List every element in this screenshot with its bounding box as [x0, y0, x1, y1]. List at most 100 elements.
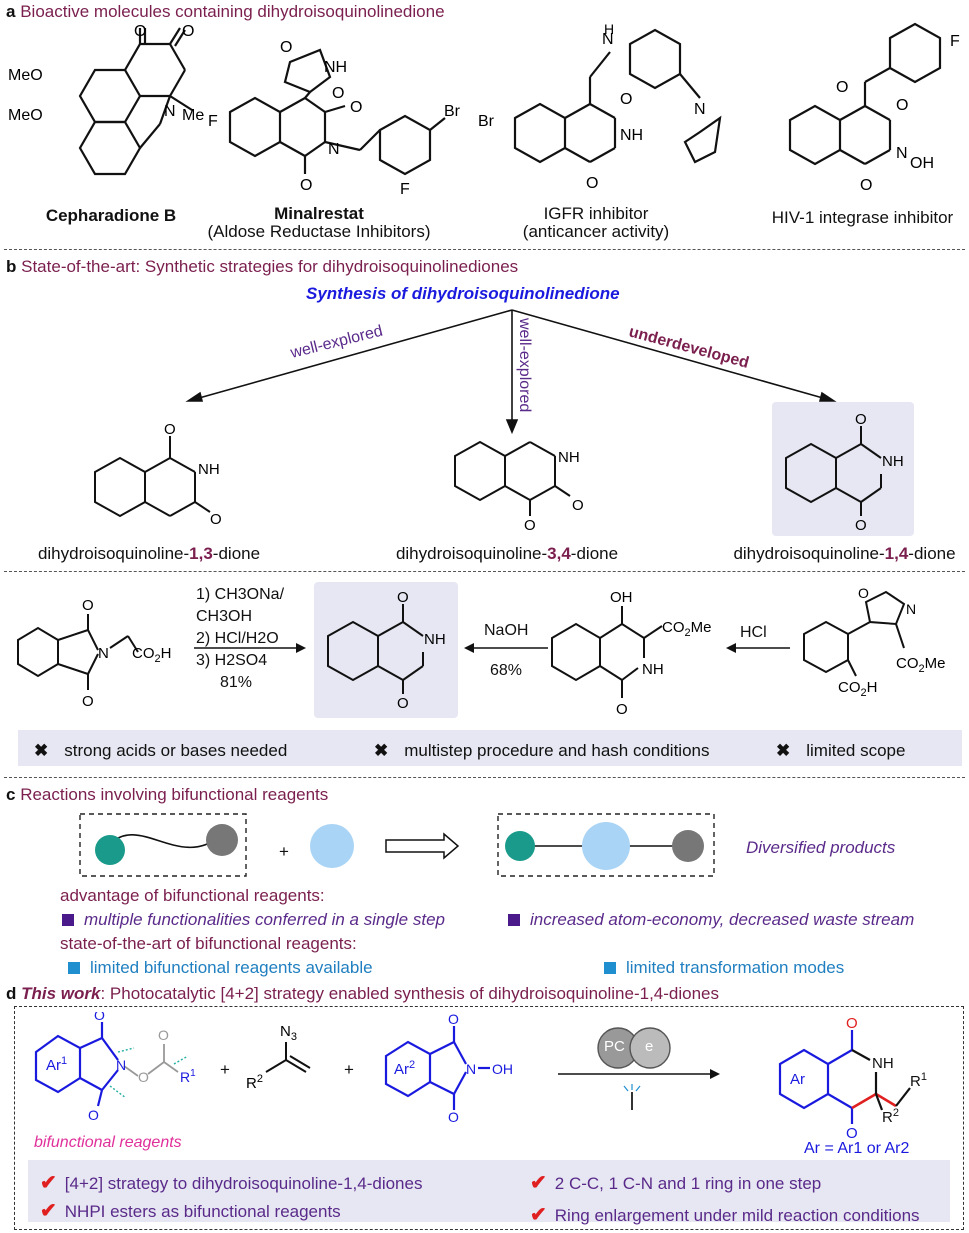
- diversified-products: Diversified products: [746, 838, 896, 857]
- product-label-14: dihydroisoquinoline-1,4-dione: [733, 544, 956, 563]
- feature-3: ✔NHPI esters as bifunctional reagents: [40, 1200, 341, 1222]
- svg-text:O: O: [448, 1012, 459, 1027]
- bifunctional-scheme: [79, 813, 715, 877]
- feature-4: ✔Ring enlargement under mild reaction co…: [530, 1204, 920, 1226]
- section-b-title: b State-of-the-art: Synthetic strategies…: [6, 257, 519, 276]
- dione-14-route-structure: O NH O: [327, 590, 446, 710]
- svg-text:N: N: [602, 31, 614, 48]
- svg-text:O: O: [280, 39, 292, 56]
- svg-text:N: N: [328, 141, 340, 158]
- svg-text:N: N: [896, 145, 908, 162]
- svg-text:N: N: [98, 645, 109, 662]
- cepharadione-b-structure: MeO MeO O O N Me: [8, 23, 204, 176]
- sota-heading: state-of-the-art of bifunctional reagent…: [60, 934, 357, 953]
- nhpi-structure: Ar2 O N OH O: [384, 1012, 513, 1122]
- dione-13-structure: O NH O: [94, 421, 222, 528]
- svg-text:CO2H: CO2H: [838, 679, 877, 699]
- advantage-2: increased atom-economy, decreased waste …: [508, 910, 914, 930]
- section-c-title: c Reactions involving bifunctional reage…: [6, 785, 329, 804]
- svg-text:O: O: [210, 511, 222, 528]
- svg-text:O: O: [836, 79, 848, 96]
- arrow-step-1: [194, 643, 306, 653]
- plus-sign-d1: +: [220, 1060, 230, 1079]
- hiv-inhibitor-structure: F O O N OH O: [788, 22, 960, 194]
- section-d-title: d This work: Photocatalytic [4+2] strate…: [6, 984, 720, 1003]
- ar-note: Ar = Ar1 or Ar2: [804, 1140, 910, 1157]
- svg-text:N: N: [164, 103, 176, 120]
- this-work-box: [14, 1006, 964, 1230]
- svg-text:CO2Me: CO2Me: [896, 655, 945, 675]
- svg-text:O: O: [350, 99, 362, 116]
- svg-text:R1: R1: [910, 1071, 927, 1090]
- svg-text:R2: R2: [882, 1107, 899, 1126]
- svg-text:O: O: [896, 97, 908, 114]
- svg-text:R2: R2: [246, 1073, 263, 1092]
- svg-text:O: O: [846, 1015, 858, 1032]
- hcl-label: HCl: [740, 624, 767, 641]
- feature-1: ✔[4+2] strategy to dihydroisoquinoline-1…: [40, 1172, 423, 1194]
- svg-text:O: O: [846, 1125, 858, 1140]
- svg-text:F: F: [950, 33, 960, 50]
- svg-text:CO2Me: CO2Me: [662, 619, 711, 639]
- svg-text:well-explored: well-explored: [516, 317, 533, 412]
- plus-sign-d2: +: [344, 1060, 354, 1079]
- igfr-inhibitor-structure: Br N H O NH O N: [478, 22, 722, 192]
- vinyl-azide-structure: N3 R2: [246, 1023, 311, 1092]
- svg-text:O: O: [158, 1027, 169, 1043]
- arrow-step-3: [726, 643, 790, 653]
- divider-a-b: [4, 249, 965, 250]
- nhpi-ester-structure: Ar1 O N O O O R1: [34, 1012, 196, 1123]
- bifunctional-label: bifunctional reagents: [34, 1134, 182, 1151]
- advantage-heading: advantage of bifunctional reagents:: [60, 886, 325, 905]
- svg-text:Ar: Ar: [790, 1071, 805, 1088]
- hydroxy-ester-structure: OH CO2Me NH O: [551, 589, 711, 718]
- svg-text:O: O: [448, 1109, 459, 1122]
- svg-text:NH: NH: [620, 127, 643, 144]
- svg-text:O: O: [858, 586, 869, 601]
- advantage-1: multiple functionalities conferred in a …: [62, 910, 445, 930]
- synthesis-heading: Synthesis of dihydroisoquinolinedione: [306, 284, 620, 303]
- minalrestat-structure: F O NH O O N O Br F: [208, 39, 461, 198]
- features-bar: [28, 1160, 950, 1222]
- molecule-name-1: Cepharadione B: [45, 206, 177, 225]
- strategy-arrows: well-explored well-explored underdevelop…: [185, 309, 837, 435]
- e-label: e: [645, 1038, 654, 1055]
- svg-text:Me: Me: [182, 107, 204, 124]
- plus-sign-c: +: [279, 842, 289, 861]
- svg-text:O: O: [134, 23, 146, 40]
- product-structure: Ar O NH R1 R2 O: [778, 1015, 927, 1140]
- svg-text:F: F: [400, 181, 410, 198]
- svg-text:Ar2: Ar2: [394, 1059, 415, 1078]
- svg-text:O: O: [620, 91, 632, 108]
- svg-text:MeO: MeO: [8, 107, 43, 124]
- svg-text:CO2H: CO2H: [132, 645, 171, 665]
- svg-text:O: O: [586, 175, 598, 192]
- svg-text:NH: NH: [882, 453, 904, 470]
- svg-text:NH: NH: [424, 631, 446, 648]
- highlight-box-14: [772, 402, 914, 536]
- svg-text:O: O: [572, 497, 584, 514]
- svg-text:N: N: [466, 1061, 476, 1077]
- svg-text:OH: OH: [610, 589, 633, 606]
- pc-label: PC: [604, 1038, 625, 1055]
- highlight-box-route: [314, 582, 458, 718]
- svg-text:Br: Br: [478, 113, 495, 130]
- svg-text:NH: NH: [198, 461, 220, 478]
- svg-text:O: O: [182, 23, 194, 40]
- svg-text:NH: NH: [324, 59, 347, 76]
- divider-b-route: [4, 571, 965, 572]
- drawbacks-bar: [18, 730, 962, 766]
- svg-text:OH: OH: [910, 155, 934, 172]
- molecule-sub-3: (anticancer activity): [522, 222, 670, 241]
- divider-b-c: [4, 777, 965, 778]
- svg-text:O: O: [855, 517, 867, 532]
- svg-text:N: N: [116, 1057, 126, 1073]
- limitation-1: limited bifunctional reagents available: [68, 958, 373, 978]
- svg-text:O: O: [524, 517, 536, 530]
- conditions-left: 1) CH3ONa/ CH3OH 2) HCl/H2O 3) H2SO4 81%: [196, 586, 285, 691]
- phthalimide-acid-structure: O N O CO2H: [17, 597, 171, 710]
- feature-2: ✔2 C-C, 1 C-N and 1 ring in one step: [530, 1172, 822, 1194]
- oxazole-structure: O N CO2Me CO2H: [803, 586, 945, 699]
- svg-text:Br: Br: [444, 103, 461, 120]
- yield-68: 68%: [490, 662, 523, 679]
